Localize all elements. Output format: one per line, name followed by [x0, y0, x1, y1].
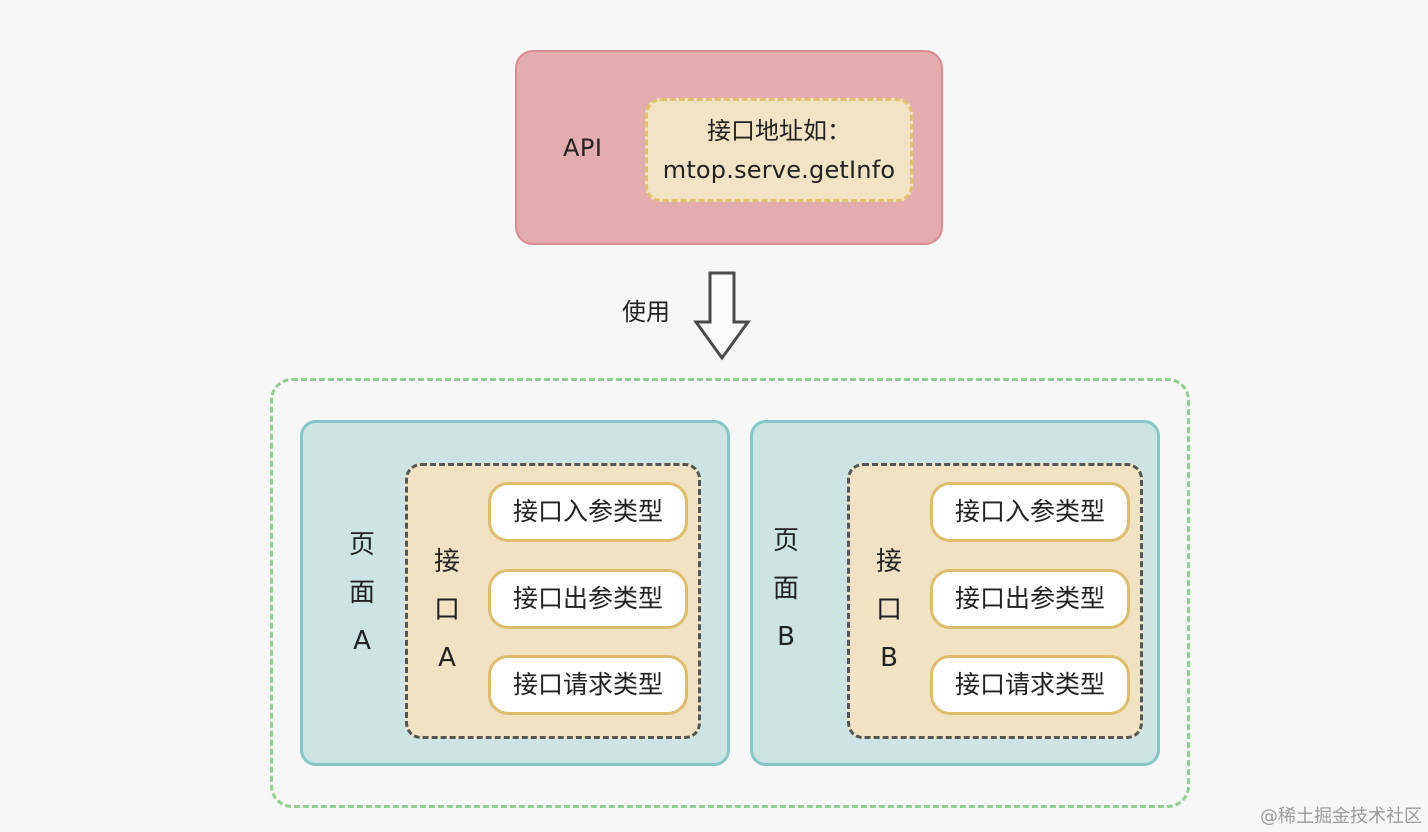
- use-label: 使用: [622, 298, 670, 326]
- interface-a-label-char: 口: [433, 595, 460, 625]
- interface-b-label-char: 接: [875, 547, 902, 577]
- interface-b-request-type: 接口请求类型: [930, 655, 1130, 715]
- api-label: API: [563, 134, 603, 162]
- page-b-label-char: 页: [772, 526, 799, 556]
- watermark: @稀土掘金技术社区: [1260, 806, 1422, 827]
- interface-a-label: 接 口 A: [432, 538, 462, 682]
- interface-a-label-char: 接: [433, 547, 460, 577]
- interface-a-output-type: 接口出参类型: [488, 569, 688, 629]
- interface-a-input-type: 接口入参类型: [488, 482, 688, 542]
- api-address-value: mtop.serve.getInfo: [662, 156, 896, 184]
- page-a-label-char: 页: [348, 530, 375, 560]
- interface-b-label-char: B: [880, 643, 898, 673]
- page-b-box: 页 面 B 接 口 B 接口入参类型 接口出参类型 接口请求类型: [750, 420, 1160, 766]
- page-a-label-char: 面: [348, 578, 375, 608]
- interface-a-box: 接 口 A 接口入参类型 接口出参类型 接口请求类型: [405, 463, 701, 739]
- api-address-title: 接口地址如：: [707, 117, 851, 145]
- page-a-label: 页 面 A: [347, 521, 377, 665]
- api-address-box: 接口地址如： mtop.serve.getInfo: [645, 98, 913, 202]
- interface-b-output-type: 接口出参类型: [930, 569, 1130, 629]
- page-b-label: 页 面 B: [771, 517, 801, 661]
- interface-b-box: 接 口 B 接口入参类型 接口出参类型 接口请求类型: [847, 463, 1143, 739]
- down-arrow-icon: [693, 271, 751, 361]
- page-b-label-char: B: [777, 622, 795, 652]
- interface-b-label: 接 口 B: [874, 538, 904, 682]
- interface-a-request-type: 接口请求类型: [488, 655, 688, 715]
- page-a-label-char: A: [353, 626, 371, 656]
- interface-b-label-char: 口: [875, 595, 902, 625]
- interface-a-label-char: A: [438, 643, 456, 673]
- page-b-label-char: 面: [772, 574, 799, 604]
- page-a-box: 页 面 A 接 口 A 接口入参类型 接口出参类型 接口请求类型: [300, 420, 730, 766]
- interface-b-input-type: 接口入参类型: [930, 482, 1130, 542]
- api-box: API 接口地址如： mtop.serve.getInfo: [515, 50, 943, 245]
- pages-group: [270, 378, 1190, 808]
